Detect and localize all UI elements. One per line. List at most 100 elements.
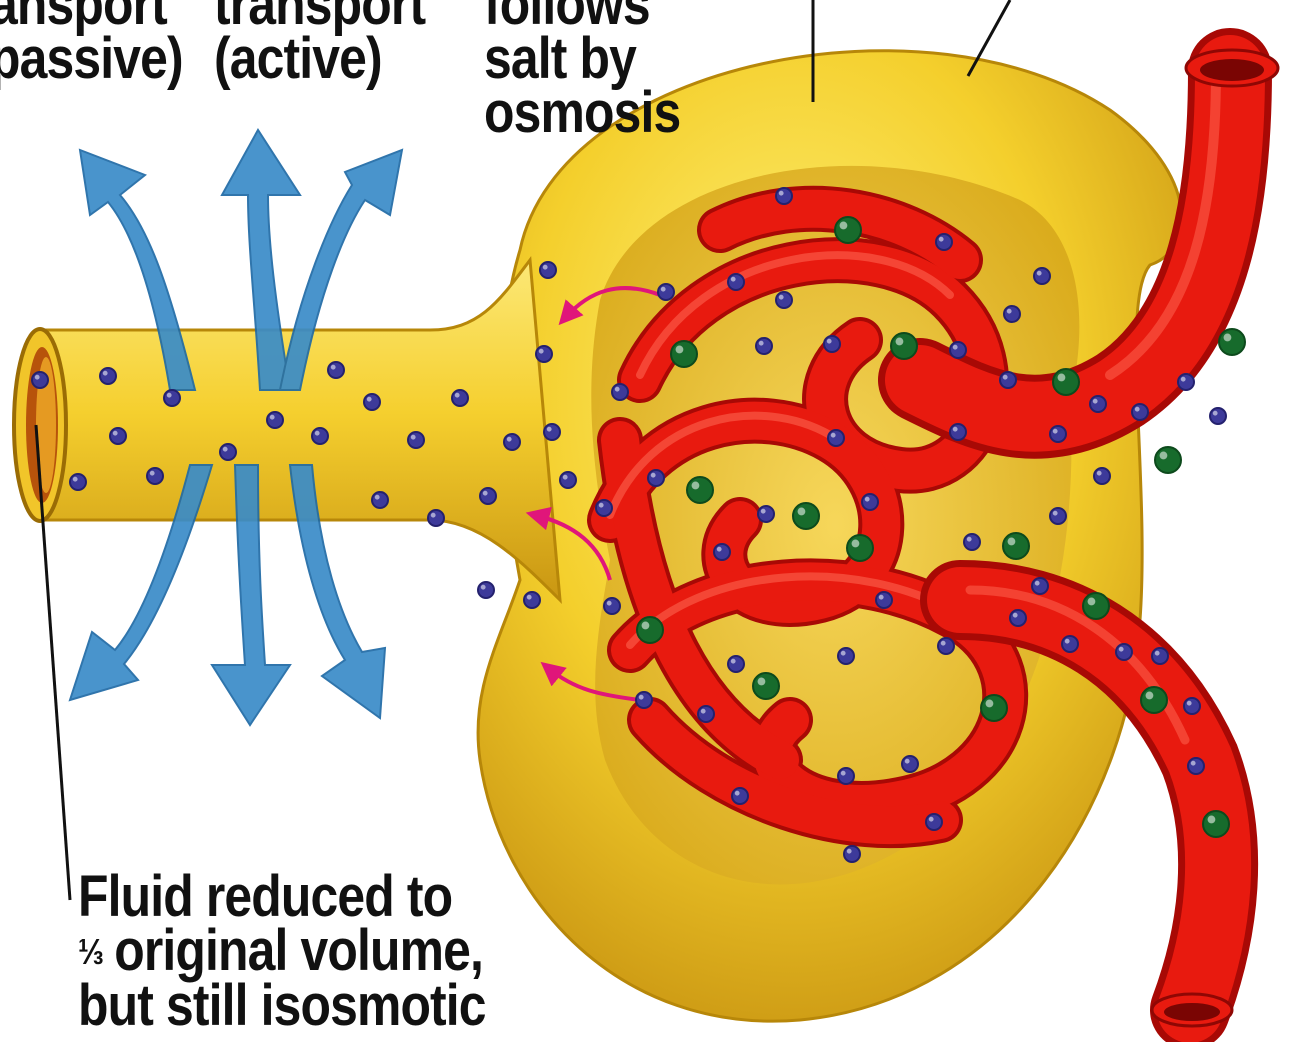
- solute-particle-purple: [452, 390, 468, 406]
- solute-particle-green: [847, 535, 873, 561]
- solute-particle-purple: [70, 474, 86, 490]
- solute-particle-purple-highlight: [1053, 429, 1058, 434]
- proximal-tubule: [14, 260, 560, 600]
- solute-particle-purple: [862, 494, 878, 510]
- solute-particle-purple: [728, 274, 744, 290]
- solute-particle-purple-highlight: [1187, 701, 1192, 706]
- label-active-transport: transport (active): [214, 0, 425, 86]
- solute-particle-purple-highlight: [779, 191, 784, 196]
- solute-particle-green: [1083, 593, 1109, 619]
- solute-particle-purple: [1152, 648, 1168, 664]
- solute-particle-purple: [147, 468, 163, 484]
- solute-particle-green: [753, 673, 779, 699]
- solute-particle-green: [1203, 811, 1229, 837]
- solute-particle-purple-highlight: [1181, 377, 1186, 382]
- solute-particle-purple: [936, 234, 952, 250]
- solute-particle-purple: [524, 592, 540, 608]
- solute-particle-purple: [312, 428, 328, 444]
- solute-particle-purple-highlight: [527, 595, 532, 600]
- solute-particle-purple-highlight: [1007, 309, 1012, 314]
- solute-particle-purple: [876, 592, 892, 608]
- solute-particle-purple-highlight: [507, 437, 512, 442]
- label-fluid-fraction: ⅓: [78, 931, 101, 972]
- solute-particle-purple: [714, 544, 730, 560]
- solute-particle-purple-highlight: [1053, 511, 1058, 516]
- solute-particle-purple: [164, 390, 180, 406]
- solute-particle-green-highlight: [896, 338, 904, 346]
- solute-particle-purple-highlight: [113, 431, 118, 436]
- solute-particle-purple-highlight: [953, 345, 958, 350]
- solute-particle-purple: [1010, 610, 1026, 626]
- solute-particle-purple: [1062, 636, 1078, 652]
- solute-particle-purple: [478, 582, 494, 598]
- solute-particle-green-highlight: [798, 508, 806, 516]
- solute-particle-green: [891, 333, 917, 359]
- solute-particle-green: [1155, 447, 1181, 473]
- solute-particle-purple: [1116, 644, 1132, 660]
- solute-particle-purple-highlight: [1097, 471, 1102, 476]
- solute-particle-purple: [1210, 408, 1226, 424]
- solute-particle-green-highlight: [758, 678, 766, 686]
- solute-particle-purple: [844, 846, 860, 862]
- solute-particle-green-highlight: [1208, 816, 1216, 824]
- solute-particle-purple-highlight: [1213, 411, 1218, 416]
- solute-particle-green-highlight: [852, 540, 860, 548]
- solute-particle-purple: [408, 432, 424, 448]
- label-fluid-volume: Fluid reduced to ⅓ original volume, but …: [78, 870, 486, 1033]
- solute-particle-purple: [596, 500, 612, 516]
- solute-particle-purple: [267, 412, 283, 428]
- solute-particle-purple-highlight: [827, 339, 832, 344]
- solute-particle-purple: [838, 768, 854, 784]
- solute-particle-purple-highlight: [831, 433, 836, 438]
- solute-particle-purple: [1090, 396, 1106, 412]
- label-osmosis-line3: osmosis: [484, 86, 680, 140]
- solute-particle-purple: [560, 472, 576, 488]
- solute-particle-purple: [1004, 306, 1020, 322]
- solute-particle-purple: [938, 638, 954, 654]
- solute-particle-purple: [1000, 372, 1016, 388]
- solute-particle-purple-highlight: [1037, 271, 1042, 276]
- solute-particle-green-highlight: [1058, 374, 1066, 382]
- solute-particle-purple-highlight: [879, 595, 884, 600]
- solute-particle-purple-highlight: [953, 427, 958, 432]
- label-osmosis-line2: salt by: [484, 32, 680, 86]
- label-passive-transport: ansport passive): [0, 0, 183, 86]
- solute-particle-purple-highlight: [431, 513, 436, 518]
- solute-particle-purple: [926, 814, 942, 830]
- solute-particle-purple-highlight: [35, 375, 40, 380]
- solute-particle-purple-highlight: [1093, 399, 1098, 404]
- solute-particle-purple-highlight: [223, 447, 228, 452]
- solute-particle-purple-highlight: [1013, 613, 1018, 618]
- solute-particle-purple-highlight: [411, 435, 416, 440]
- solute-particle-green: [671, 341, 697, 367]
- solute-particle-purple: [756, 338, 772, 354]
- solute-particle-green: [1003, 533, 1029, 559]
- solute-particle-purple-highlight: [779, 295, 784, 300]
- solute-particle-purple-highlight: [547, 427, 552, 432]
- solute-particle-green: [835, 217, 861, 243]
- solute-particle-purple: [838, 648, 854, 664]
- solute-particle-purple-highlight: [367, 397, 372, 402]
- solute-particle-purple: [776, 292, 792, 308]
- solute-particle-purple-highlight: [759, 341, 764, 346]
- solute-particle-purple: [328, 362, 344, 378]
- solute-particle-purple-highlight: [967, 537, 972, 542]
- solute-particle-purple: [100, 368, 116, 384]
- solute-particle-purple: [1050, 508, 1066, 524]
- solute-particle-purple-highlight: [607, 601, 612, 606]
- solute-particle-purple-highlight: [103, 371, 108, 376]
- solute-particle-purple: [698, 706, 714, 722]
- solute-particle-purple-highlight: [315, 431, 320, 436]
- solute-particle-green-highlight: [1224, 334, 1232, 342]
- solute-particle-purple: [504, 434, 520, 450]
- solute-particle-purple: [1188, 758, 1204, 774]
- solute-particle-purple-highlight: [865, 497, 870, 502]
- label-active-line2: (active): [214, 32, 425, 86]
- solute-particle-purple-highlight: [941, 641, 946, 646]
- solute-particle-purple-highlight: [939, 237, 944, 242]
- solute-particle-purple-highlight: [1003, 375, 1008, 380]
- label-fluid-line1: Fluid reduced to: [78, 870, 486, 924]
- solute-particle-green: [1219, 329, 1245, 355]
- solute-particle-purple: [1032, 578, 1048, 594]
